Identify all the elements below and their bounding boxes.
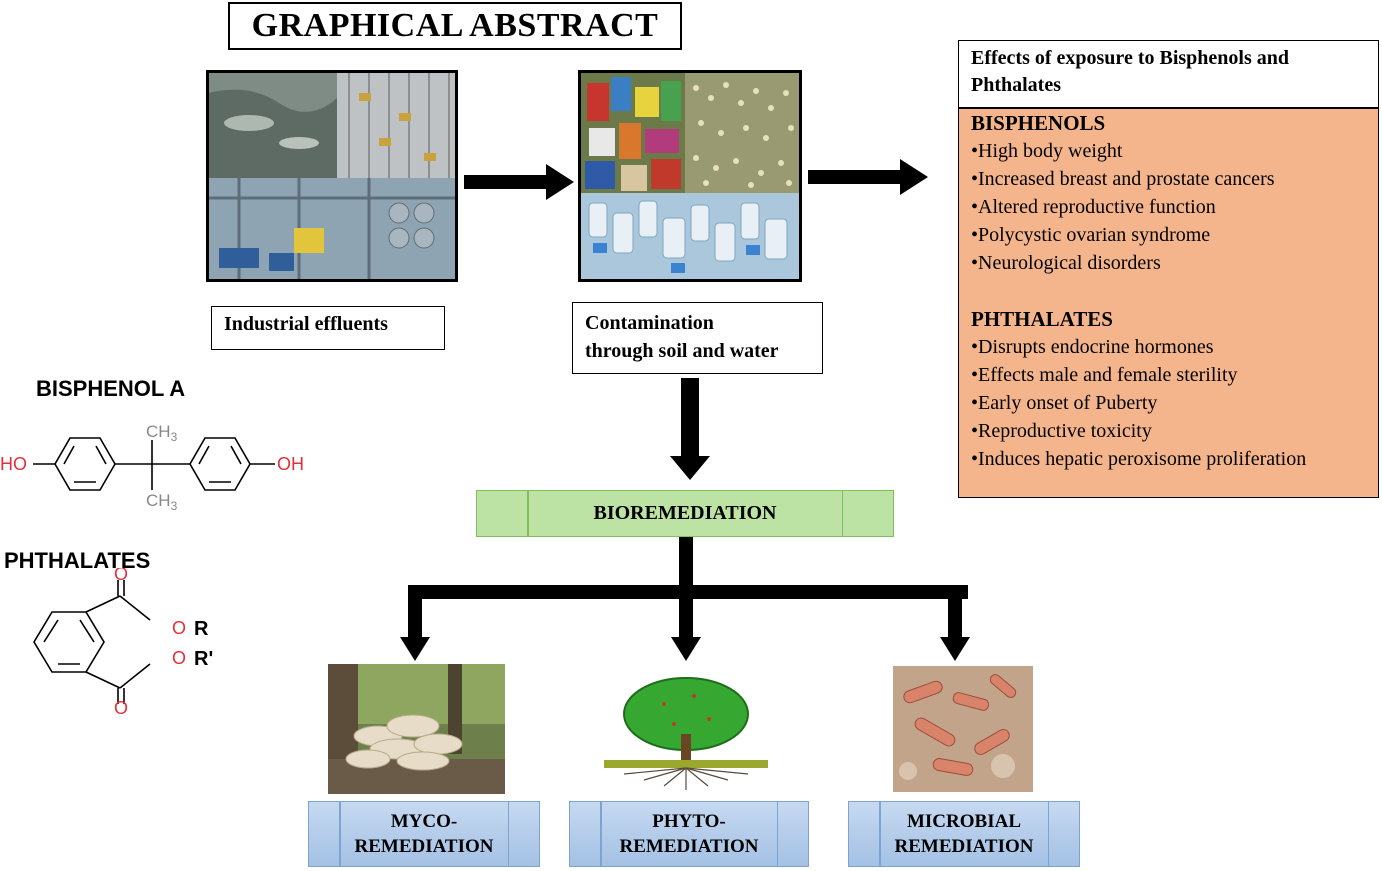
myco-label-line1: MYCO- [390, 811, 458, 832]
phthalates-effects-list: •Disrupts endocrine hormones •Effects ma… [971, 333, 1366, 473]
effects-header: Effects of exposure to Bisphenols and Ph… [958, 40, 1379, 108]
effects-header-line1: Effects of exposure to Bisphenols and [971, 47, 1289, 69]
mushroom-graphic [328, 664, 505, 794]
bpa-ch3-bottom: CH3 [146, 491, 178, 513]
phth-r2-label: R' [194, 648, 213, 670]
effects-panel: BISPHENOLS •High body weight •Increased … [958, 108, 1379, 498]
bisphenols-heading: BISPHENOLS [971, 111, 1106, 135]
list-item: •Neurological disorders [971, 252, 1161, 274]
tree-graphic [604, 674, 768, 792]
phth-o-bottom: O [114, 698, 128, 718]
bisphenol-a-structure: HO OH CH3 CH3 [0, 422, 304, 513]
microbial-label-line1: MICROBIAL [906, 811, 1021, 832]
bpa-ch3-top: CH3 [146, 422, 178, 444]
contamination-image [578, 70, 802, 282]
mushroom-image [328, 664, 505, 794]
page-title: GRAPHICAL ABSTRACT [228, 2, 682, 50]
list-item: •Reproductive toxicity [971, 420, 1152, 442]
list-item: •Induces hepatic peroxisome proliferatio… [971, 448, 1307, 470]
bioremediation-box: BIOREMEDIATION [476, 490, 894, 537]
phth-o-ester1: O [172, 618, 186, 638]
effects-header-line2: Phthalates [971, 74, 1061, 96]
phyto-remediation-box: PHYTO- REMEDIATION [569, 801, 809, 867]
phthalates-structure: O O O O R R' [33, 568, 213, 718]
list-item: •Effects male and female sterility [971, 364, 1238, 386]
contamination-label: Contamination through soil and water [572, 302, 823, 374]
phyto-label-line2: REMEDIATION [619, 836, 759, 857]
microbial-graphic [893, 666, 1033, 792]
myco-label-line2: REMEDIATION [354, 836, 494, 857]
phth-o-ester2: O [172, 648, 186, 668]
contamination-text-line2: through soil and water [585, 340, 779, 362]
microbial-remediation-box: MICROBIAL REMEDIATION [848, 801, 1080, 867]
bisphenol-a-title: BISPHENOL A [36, 376, 186, 401]
bpa-ho-label: HO [0, 454, 27, 474]
tree-image [604, 674, 768, 792]
industrial-effluents-image [206, 70, 458, 282]
industrial-effluents-text: Industrial effluents [224, 313, 388, 335]
industrial-collage-graphic [209, 73, 455, 279]
phth-r-label: R [194, 618, 209, 640]
industrial-effluents-label: Industrial effluents [211, 306, 445, 350]
list-item: •High body weight [971, 140, 1123, 162]
phth-o-top: O [114, 568, 128, 584]
contamination-text-line1: Contamination [585, 312, 714, 334]
bpa-oh-label: OH [277, 454, 304, 474]
list-item: •Altered reproductive function [971, 196, 1216, 218]
arrow-to-effects [808, 159, 928, 195]
phthalates-heading: PHTHALATES [971, 307, 1113, 331]
phthalates-title: PHTHALATES [4, 548, 151, 573]
microbial-image [893, 666, 1033, 792]
branch-connectors [400, 537, 970, 661]
waste-collage-graphic [581, 73, 799, 279]
bisphenols-effects-list: •High body weight •Increased breast and … [971, 137, 1366, 277]
arrow-to-bioremediation [670, 378, 710, 480]
bioremediation-label: BIOREMEDIATION [593, 502, 777, 524]
microbial-label-line2: REMEDIATION [894, 836, 1034, 857]
arrow-to-contamination [464, 164, 574, 200]
list-item: •Increased breast and prostate cancers [971, 168, 1275, 190]
myco-remediation-box: MYCO- REMEDIATION [308, 801, 540, 867]
list-item: •Disrupts endocrine hormones [971, 336, 1214, 358]
list-item: •Polycystic ovarian syndrome [971, 224, 1211, 246]
list-item: •Early onset of Puberty [971, 392, 1158, 414]
phyto-label-line1: PHYTO- [652, 811, 726, 832]
